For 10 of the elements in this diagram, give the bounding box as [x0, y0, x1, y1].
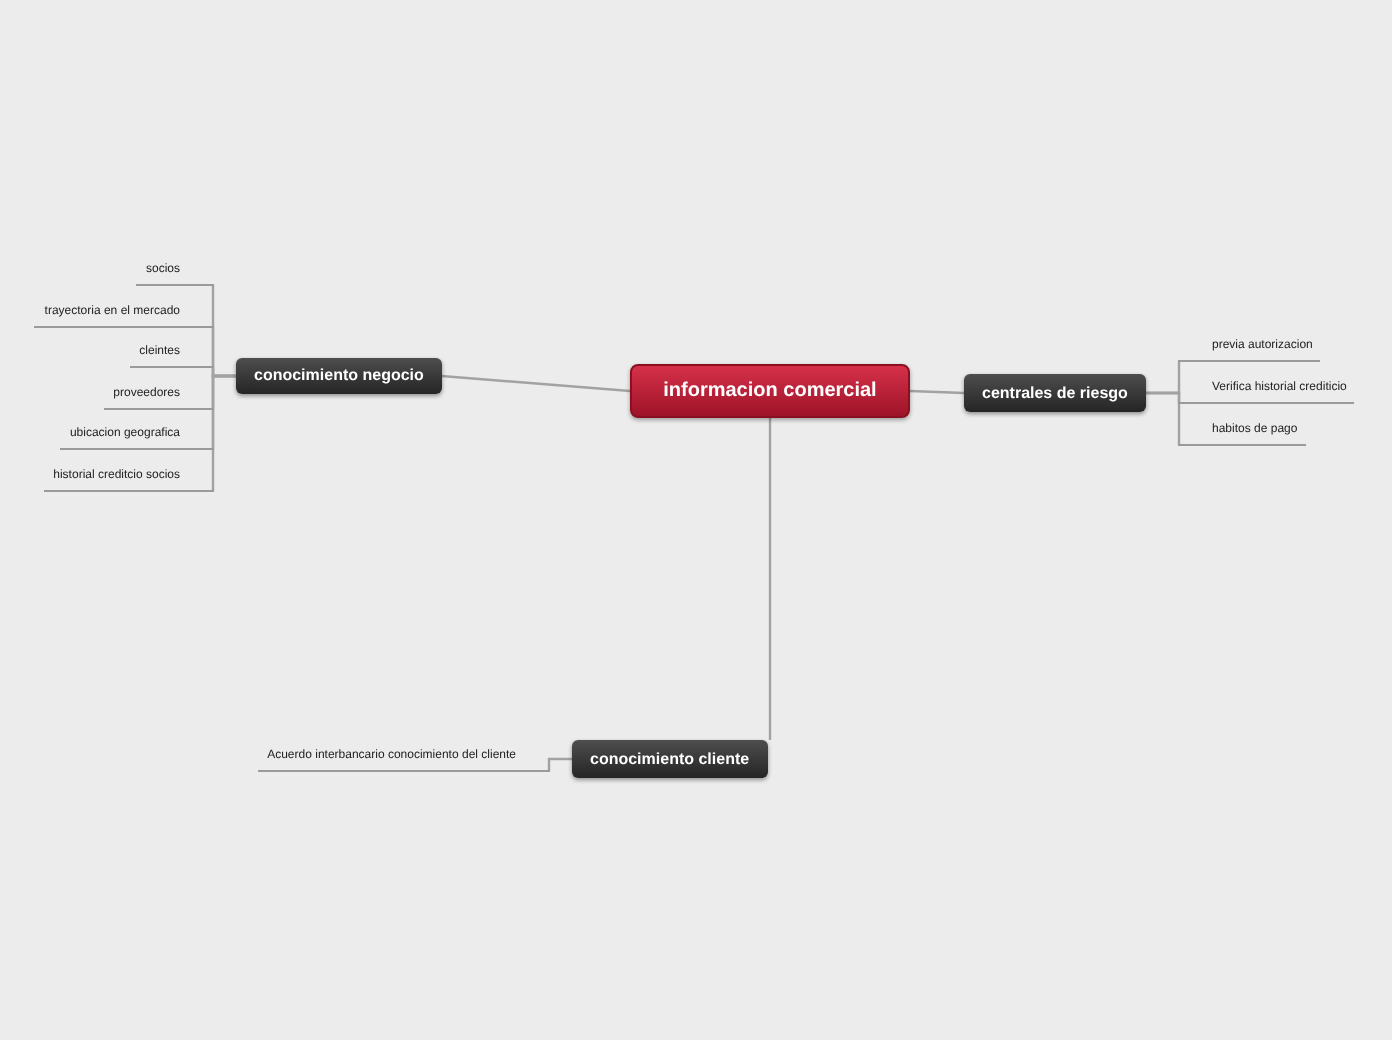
topic-box: conocimiento negocio	[236, 358, 442, 394]
connector-line	[211, 374, 236, 491]
connector-line	[547, 757, 572, 771]
connector-line	[768, 418, 772, 740]
topic-box: centrales de riesgo	[964, 374, 1146, 412]
connector-line	[441, 374, 631, 393]
connector-line	[909, 389, 965, 395]
central-topic-box: informacion comercial	[630, 364, 910, 418]
connector-line	[1145, 391, 1181, 445]
topic-box: conocimiento cliente	[572, 740, 768, 778]
